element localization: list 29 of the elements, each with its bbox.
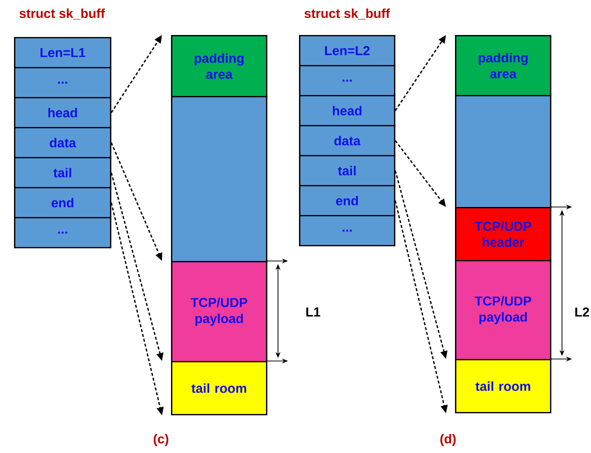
panel-label: (d) xyxy=(440,434,456,446)
struct-title: struct sk_buff xyxy=(304,8,390,20)
pointer-cell: Len=L2 xyxy=(299,35,396,66)
pointer-cell: head xyxy=(14,97,112,128)
buffer-region: tail room xyxy=(171,361,268,416)
pointer-cell: ... xyxy=(299,215,396,246)
buffer-region: padding area xyxy=(455,35,552,96)
buffer-region: TCP/UDP payload xyxy=(455,260,552,360)
buffer-region: padding area xyxy=(171,35,268,98)
buffer-region: TCP/UDP payload xyxy=(171,261,268,362)
panel-label: (c) xyxy=(154,434,168,446)
pointer-cell: ... xyxy=(299,65,396,96)
buffer-region xyxy=(171,96,268,262)
pointer-cell: Len=L1 xyxy=(14,37,112,68)
pointer-cell: end xyxy=(14,187,112,218)
buffer-region: tail room xyxy=(455,359,552,414)
pointer-cell: head xyxy=(299,95,396,126)
pointer-cell: tail xyxy=(299,155,396,186)
length-label: L1 xyxy=(306,308,320,316)
pointer-cell: end xyxy=(299,185,396,216)
pointer-cell: data xyxy=(299,125,396,156)
buffer-region xyxy=(455,95,552,208)
pointer-cell: tail xyxy=(14,157,112,188)
length-label: L2 xyxy=(575,307,590,317)
struct-title: struct sk_buff xyxy=(19,8,105,20)
pointer-cell: ... xyxy=(14,217,112,248)
pointer-cell: data xyxy=(14,127,112,158)
pointer-cell: ... xyxy=(14,67,112,98)
buffer-region: TCP/UDP header xyxy=(455,207,552,262)
